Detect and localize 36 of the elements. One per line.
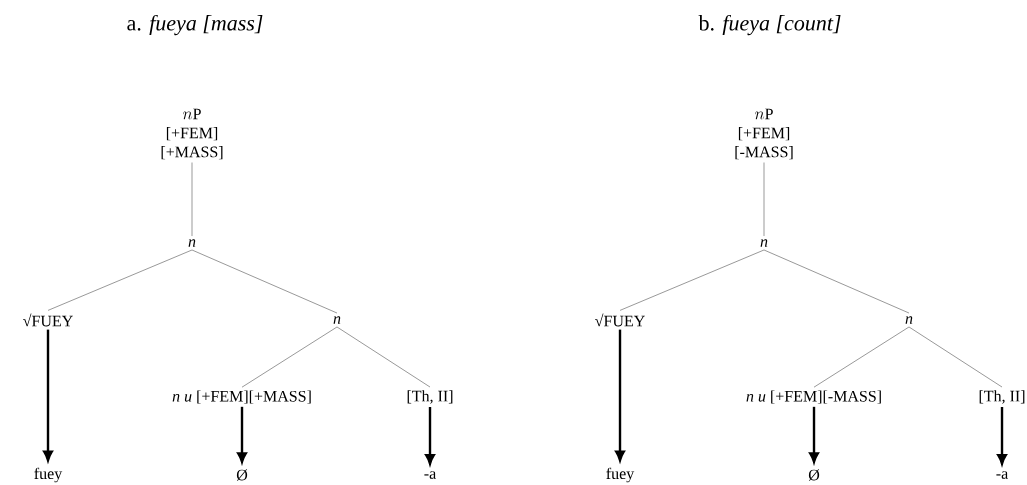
arrow bbox=[615, 329, 625, 462]
arrow bbox=[237, 406, 247, 463]
arrow bbox=[809, 406, 819, 463]
tree-node-label: $n\mathrm{P}$ [+FEM] [-MASS] bbox=[735, 108, 793, 160]
panel-heading: b. fueya [count] bbox=[698, 14, 841, 36]
arrow bbox=[997, 407, 1007, 465]
tree-node-label: fuey bbox=[606, 467, 635, 483]
tree-node-label: n u [+FEM][-MASS] bbox=[746, 390, 881, 404]
tree-node-label: Ø bbox=[808, 469, 820, 481]
tree-node-label: [Th, II] bbox=[979, 390, 1025, 404]
arrow bbox=[43, 329, 53, 462]
tree-branch bbox=[813, 326, 910, 388]
tree-node-label: -a bbox=[996, 471, 1008, 479]
tree-node-label: n bbox=[905, 316, 913, 324]
tree-node-label: √FUEY bbox=[595, 313, 645, 327]
tree-node-label: n bbox=[188, 239, 196, 247]
tree-node-label: Ø bbox=[236, 469, 248, 481]
tree-node-label: n bbox=[333, 316, 341, 324]
tree-node-label: $n\mathrm{P}$ [+FEM] [+MASS] bbox=[161, 108, 223, 160]
arrow bbox=[425, 407, 435, 465]
tree-branch bbox=[763, 162, 765, 237]
tree-branch bbox=[619, 249, 765, 311]
panel-heading: a. fueya [mass] bbox=[127, 14, 263, 36]
tree-branch bbox=[191, 162, 193, 237]
tree-branch bbox=[763, 249, 910, 314]
tree-node-label: [Th, II] bbox=[407, 390, 453, 404]
tree-node-label: fuey bbox=[34, 467, 63, 483]
tree-node-label: -a bbox=[424, 471, 436, 479]
tree-branch bbox=[47, 249, 193, 311]
tree-branch bbox=[336, 326, 431, 388]
tree-branch bbox=[241, 326, 338, 388]
tree-branch bbox=[191, 249, 338, 314]
tree-node-label: n u [+FEM][+MASS] bbox=[172, 390, 311, 404]
tree-branch bbox=[908, 326, 1003, 388]
tree-node-label: √FUEY bbox=[23, 313, 73, 327]
tree-node-label: n bbox=[760, 239, 768, 247]
